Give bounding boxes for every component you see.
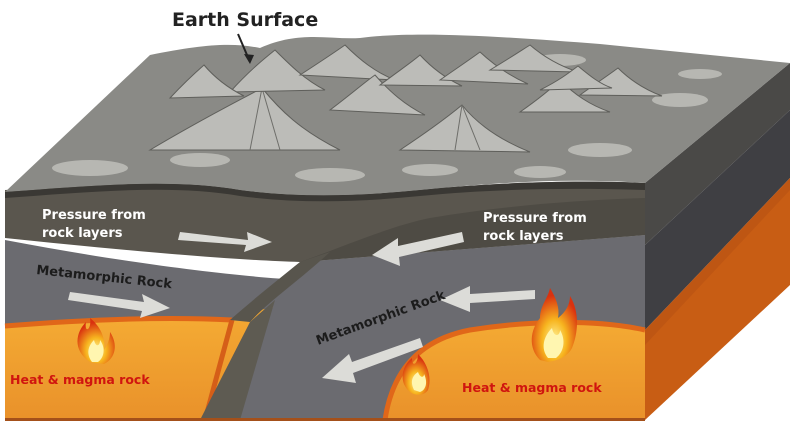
flame-icon-right-bottom (402, 354, 430, 395)
metamorphic-arrow-right (440, 286, 535, 312)
heat-label-right: Heat & magma rock (462, 380, 602, 395)
pressure-label-right-line1: Pressure from (483, 211, 587, 226)
pressure-label-left-line2: rock layers (42, 226, 123, 241)
earth-surface-title: Earth Surface (172, 9, 318, 31)
metamorphic-arrow-down-left (322, 338, 423, 383)
pressure-arrow-left (178, 232, 272, 252)
pressure-label-left-line1: Pressure from (42, 208, 146, 223)
pressure-arrow-right (372, 232, 464, 266)
pressure-label-right-line2: rock layers (483, 229, 564, 244)
metamorphic-layer (5, 240, 300, 330)
block-front-face (4, 181, 646, 421)
heat-label-left: Heat & magma rock (10, 372, 150, 387)
metamorphic-arrow-left (68, 292, 170, 318)
flame-icon-right-top (531, 288, 577, 362)
flame-icon-left (77, 318, 115, 364)
mountains (148, 44, 663, 153)
block-side-face (645, 63, 790, 420)
